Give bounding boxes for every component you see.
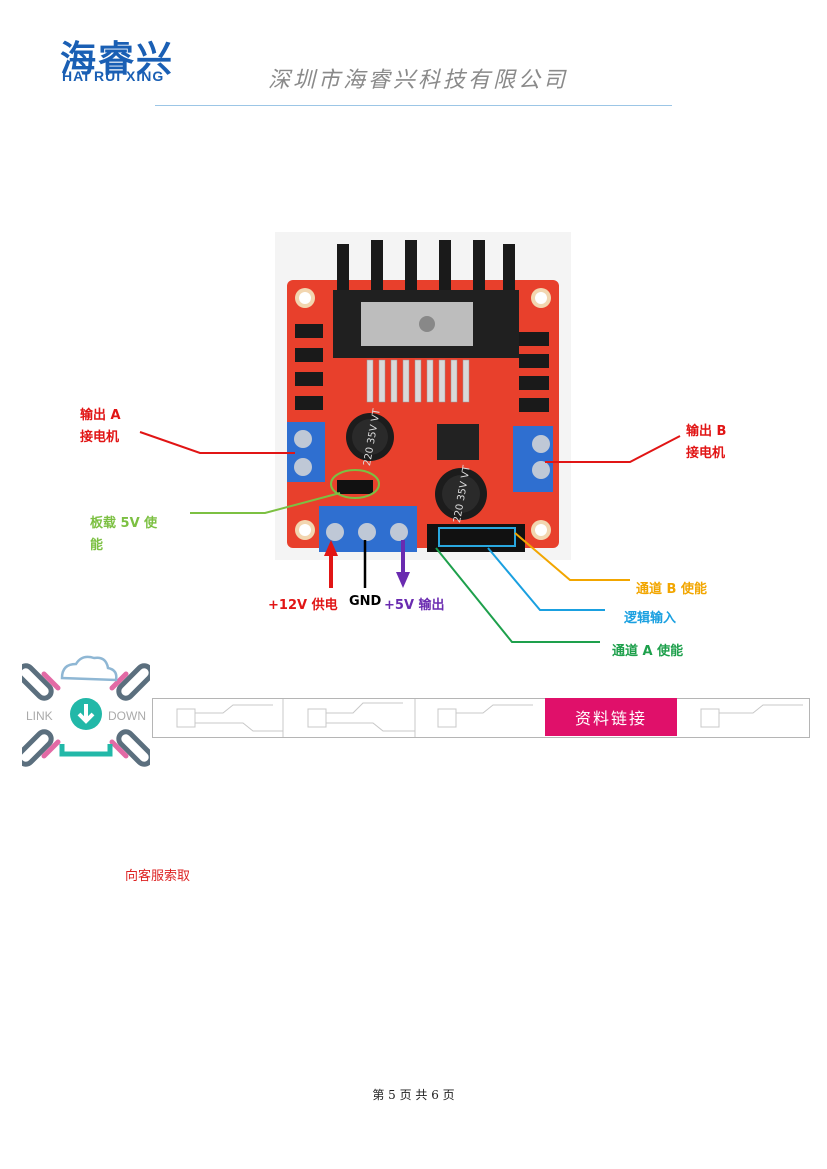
linkdown-logo-icon: LINK DOWN [22, 655, 150, 767]
capacitor-1: 220 35V VT [346, 407, 394, 467]
label-5v-enable-line1: 板载 5V 使 [90, 516, 158, 531]
resource-link-button[interactable]: 资料链接 [545, 698, 677, 736]
svg-text:LINK: LINK [26, 709, 53, 723]
label-5v-output: +5V 输出 [384, 598, 445, 613]
header-divider [155, 105, 672, 106]
label-gnd: GND [349, 594, 382, 609]
terminal-power [319, 506, 417, 552]
logo-chinese: 海睿兴 [60, 39, 175, 80]
l298n-board-image: 220 35V VT 220 35V VT [275, 232, 571, 560]
logo-english: HAI RUI XING [62, 68, 165, 84]
label-output-a-line2: 接电机 [80, 430, 120, 445]
label-12v-power: +12V 供电 [268, 598, 338, 613]
download-strip [152, 698, 810, 738]
circuit-pattern [176, 699, 803, 737]
label-output-b-line1: 输出 B [686, 424, 727, 439]
terminal-output-a [287, 422, 325, 482]
terminal-output-b [513, 426, 553, 492]
page-number: 第 5 页 共 6 页 [372, 1088, 455, 1102]
capacitor-2: 220 35V VT [435, 464, 487, 524]
label-channel-b-enable: 通道 B 使能 [636, 582, 707, 597]
label-output-a-line1: 输出 A [80, 408, 121, 423]
svg-text:DOWN: DOWN [108, 709, 146, 723]
company-name: 深圳市海睿兴科技有限公司 [268, 68, 569, 93]
label-5v-enable-line2: 能 [90, 538, 104, 553]
label-logic-input: 逻辑输入 [624, 611, 677, 626]
label-channel-a-enable: 通道 A 使能 [612, 644, 684, 659]
label-output-b-line2: 接电机 [686, 446, 726, 461]
5v-enable-jumper [337, 480, 373, 494]
heat-sink [333, 240, 519, 358]
contact-service-note: 向客服索取 [125, 869, 191, 884]
